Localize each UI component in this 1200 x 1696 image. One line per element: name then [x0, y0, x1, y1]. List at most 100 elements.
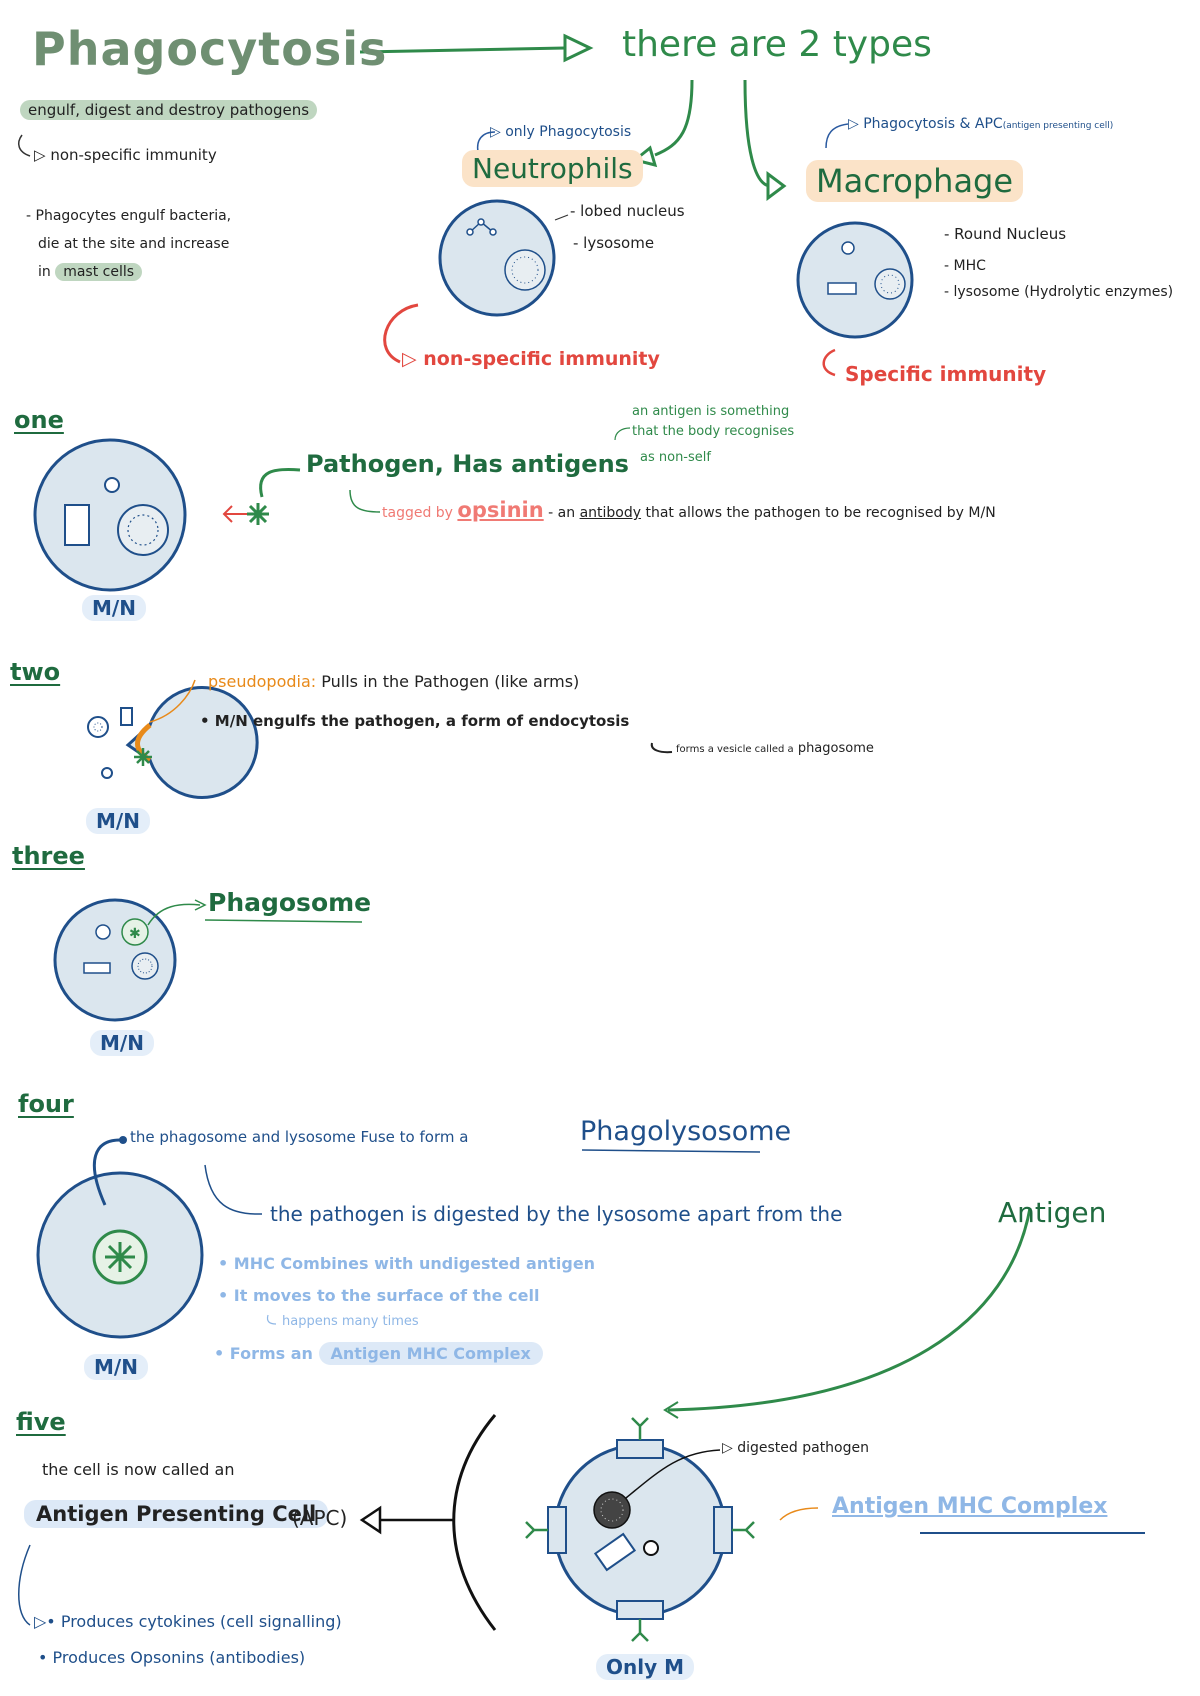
mhc-bullet-1: • MHC Combines with undigested antigen — [218, 1254, 596, 1273]
opsinin-desc-1: - an — [548, 505, 576, 521]
neutrophil-cell — [438, 199, 569, 317]
arrowhead-macrophage — [766, 171, 787, 201]
step-four-cell — [36, 1171, 204, 1339]
intro-immunity: ▷ non-specific immunity — [34, 146, 217, 164]
apc-complex-label: Antigen MHC Complex — [832, 1494, 1108, 1519]
complex-arrow — [779, 1507, 819, 1521]
intro-note-line2: die at the site and increase — [38, 236, 230, 252]
neutrophils-name: Neutrophils — [462, 150, 643, 187]
produces-bracket — [18, 1544, 31, 1626]
digested-pathogen-text: digested pathogen — [737, 1440, 869, 1456]
opsinin-desc-antibody: antibody — [579, 505, 642, 521]
step-four-heading: four — [18, 1090, 74, 1118]
apc-label: Antigen Presenting Cell — [24, 1500, 329, 1528]
intro-note-line3: in mast cells — [38, 263, 143, 281]
intro-definition: engulf, digest and destroy pathogens — [20, 100, 318, 120]
digested-pathogen-arrow — [625, 1449, 721, 1499]
pathogen-arrow — [259, 467, 301, 498]
step-one-heading: one — [14, 406, 64, 434]
happens-arrow — [266, 1314, 277, 1325]
fuse-text: the phagosome and lysosome Fuse to form … — [130, 1128, 469, 1146]
phagosome-arrow — [147, 903, 201, 926]
neutrophils-note-text: only Phagocytosis — [505, 124, 632, 140]
produces-2: • Produces Opsonins (antibodies) — [38, 1648, 306, 1667]
only-m-label: Only M — [596, 1654, 694, 1680]
neutrophil-note-arrow — [476, 131, 496, 153]
tagged-label: tagged by — [382, 505, 453, 521]
lysosome-shape — [504, 249, 546, 291]
antigen-note-3: as non-self — [640, 450, 711, 465]
digest-arrow — [204, 1164, 263, 1215]
phagosome-label: Phagosome — [208, 888, 372, 917]
opsinin-line: tagged by opsinin - an antibody that all… — [382, 498, 996, 522]
macrophage-immunity-bracket — [822, 348, 836, 377]
neutrophil-immunity-bracket — [383, 303, 419, 364]
phagolysosome-label: Phagolysosome — [580, 1116, 792, 1147]
arrow-to-macrophage — [743, 79, 771, 188]
neutrophil-label-lysosome: - lysosome — [573, 234, 655, 252]
antigen-note-arrow — [614, 427, 631, 441]
macrophage-immunity: Specific immunity — [845, 362, 1047, 386]
macrophage-label-lysosome: - lysosome (Hydrolytic enzymes) — [944, 284, 1174, 300]
pseudopodia-arrow — [149, 679, 196, 723]
step-four-cell-label: M/N — [84, 1354, 148, 1380]
vesicle-arrow — [650, 742, 673, 754]
digested-text: the pathogen is digested by the lysosome… — [270, 1202, 843, 1226]
step-two-cell — [87, 686, 259, 799]
neutrophil-immunity: ▷ non-specific immunity — [402, 348, 660, 370]
now-called-text: the cell is now called an — [42, 1460, 235, 1479]
vesicle-line: forms a vesicle called a phagosome — [676, 741, 874, 756]
antigen-note-2: that the body recognises — [632, 424, 795, 439]
engulf-text: • M/N engulfs the pathogen, a form of en… — [200, 712, 630, 730]
macrophage-label-nucleus: - Round Nucleus — [944, 225, 1067, 243]
forms-highlight: Antigen MHC Complex — [318, 1342, 543, 1365]
antigen-note-1: an antigen is something — [632, 404, 790, 419]
mast-cells-highlight: mast cells — [55, 263, 143, 281]
digested-pathogen-label: ▷ digested pathogen — [722, 1440, 869, 1456]
fuse-arrow — [92, 1138, 121, 1206]
intro-note-prefix: in — [38, 264, 51, 280]
step-one-cell-label: M/N — [82, 595, 146, 621]
macrophage-cell — [796, 221, 914, 339]
step-five-heading: five — [16, 1408, 66, 1436]
apc-abbr: (APC) — [292, 1506, 348, 1530]
step-one-cell — [33, 438, 187, 592]
produces-1: ▷• Produces cytokines (cell signalling) — [34, 1612, 342, 1631]
arrow-to-neutrophils — [654, 79, 694, 157]
types-header: there are 2 types — [622, 24, 932, 65]
pseudopodia-desc: Pulls in the Pathogen (like arms) — [321, 672, 580, 691]
step-two-heading: two — [10, 658, 61, 686]
mhc-bullet-2: • It moves to the surface of the cell — [218, 1286, 540, 1305]
opsinin-label: opsinin — [457, 498, 544, 522]
title-arrow — [359, 33, 594, 63]
svg-text:✱: ✱ — [129, 926, 141, 942]
intro-immunity-text: non-specific immunity — [50, 146, 217, 164]
macrophage-note-text: Phagocytosis & APC — [863, 116, 1003, 132]
apc-cell — [525, 1417, 755, 1642]
page-title: Phagocytosis — [32, 22, 388, 76]
macrophage-note-small: (antigen presenting cell) — [1002, 121, 1114, 131]
step-three-cell: ✱ — [53, 898, 177, 1022]
intro-note-line1: - Phagocytes engulf bacteria, — [26, 208, 232, 224]
happens-text: happens many times — [282, 1314, 419, 1329]
pathogen-star — [247, 503, 269, 525]
vesicle-text: forms a vesicle called a — [676, 744, 794, 755]
neutrophil-immunity-text: non-specific immunity — [423, 348, 660, 370]
step-two-cell-label: M/N — [86, 808, 150, 834]
opsinin-desc-2: that allows the pathogen to be recognise… — [645, 505, 996, 521]
macrophage-name: Macrophage — [806, 160, 1024, 202]
macrophage-note-arrow — [825, 123, 849, 149]
forms-prefix: • Forms an — [214, 1344, 313, 1363]
antigen-label: Antigen — [998, 1196, 1107, 1229]
lobed-nucleus-shape — [466, 218, 497, 236]
forms-line: • Forms an Antigen MHC Complex — [214, 1342, 543, 1365]
macrophage-note: ▷ Phagocytosis & APC(antigen presenting … — [848, 116, 1114, 132]
pseudopodia-label: pseudopodia: — [208, 672, 317, 691]
pseudopodia-line: pseudopodia: Pulls in the Pathogen (like… — [208, 672, 579, 691]
macrophage-label-mhc: - MHC — [944, 258, 986, 274]
step-three-heading: three — [12, 842, 85, 870]
tagged-arrow — [349, 489, 381, 513]
apc-bracket — [452, 1414, 497, 1631]
antigen-to-apc-arrow — [667, 1207, 1032, 1412]
